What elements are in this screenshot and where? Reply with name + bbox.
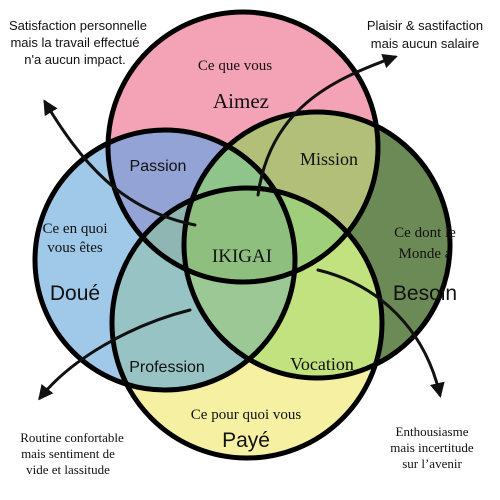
- good-at-line1: Ce en quoi: [43, 221, 108, 237]
- annotation-bottom-left-line1: Routine confortable: [20, 430, 124, 445]
- arrow-top-left: [43, 99, 197, 227]
- annotation-top-left-line1: Satisfaction personnelle: [9, 18, 147, 33]
- good-at-line2: vous êtes: [47, 240, 103, 256]
- paid-for-line1: Ce pour quoi vous: [191, 407, 302, 423]
- annotation-bottom-right-line1: Enthousiasme: [396, 424, 469, 439]
- paid-for-line2: Payé: [222, 429, 270, 452]
- love-line2: Aimez: [213, 89, 269, 113]
- overlap-mission-label: Mission: [300, 149, 358, 169]
- annotation-top-left-line3: n'a aucun impact.: [24, 52, 126, 67]
- overlap-profession-label: Profession: [129, 359, 205, 376]
- overlap-passion-label: Passion: [130, 158, 187, 175]
- annotation-top-left-line2: mais la travail effectué: [10, 35, 139, 50]
- annotation-bottom-left-line3: vide et lassitude: [26, 462, 110, 477]
- arrow-bottom-right: [316, 268, 445, 398]
- love-line1: Ce que vous: [198, 58, 272, 74]
- annotation-bottom-left-line2: mais sentiment de: [21, 446, 115, 461]
- world-needs-line1: Ce dont le: [394, 225, 456, 241]
- arrow-bottom-left: [38, 308, 192, 401]
- ikigai-center-label: IKIGAI: [212, 246, 272, 267]
- annotation-bottom-right-line3: sur l’avenir: [402, 456, 462, 471]
- annotation-top-right-line1: Plaisir & sastifaction: [367, 18, 483, 33]
- world-needs-line2: Monde a: [399, 246, 452, 262]
- annotation-top-right-line2: mais aucun salaire: [371, 36, 479, 51]
- world-needs-line3: Besoin: [393, 282, 457, 305]
- arrow-top-right: [256, 53, 398, 197]
- good-at-line3: Doué: [50, 282, 100, 305]
- annotation-bottom-right-line2: mais incertitude: [390, 440, 474, 455]
- overlap-vocation-label: Vocation: [290, 354, 354, 374]
